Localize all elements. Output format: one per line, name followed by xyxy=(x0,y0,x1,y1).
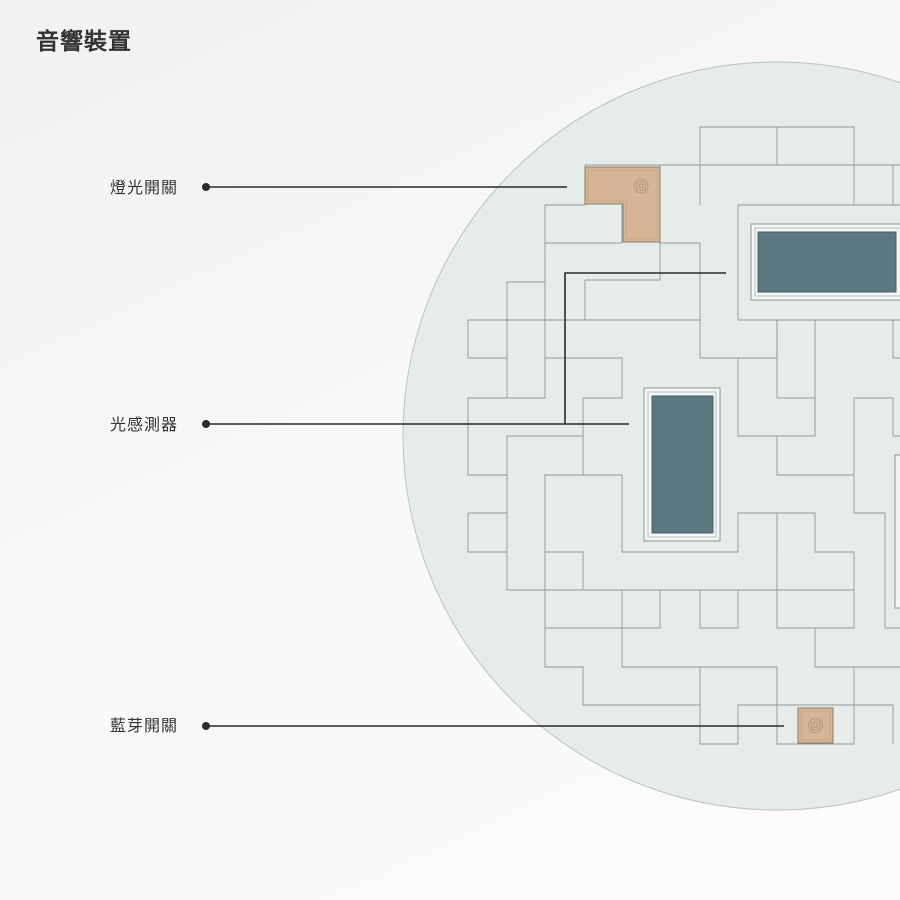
display-screen-center xyxy=(643,387,721,542)
leader-dot-light-sensor xyxy=(202,420,210,428)
label-light-switch: 燈光開關 xyxy=(110,178,179,197)
label-bluetooth-switch: 藍芽開關 xyxy=(110,716,179,735)
leader-light-sensor-branch xyxy=(564,272,726,424)
leader-dot-bluetooth-switch xyxy=(202,722,210,730)
touch-pad-icon xyxy=(633,178,649,194)
page-title: 音響裝置 xyxy=(36,29,132,55)
light-switch-tile xyxy=(584,166,661,243)
display-screen-top xyxy=(750,223,900,301)
leader-lines xyxy=(206,186,784,727)
touch-pad-icon xyxy=(808,718,823,733)
display-screen-edge xyxy=(894,454,900,609)
leader-dot-light-switch xyxy=(202,183,210,191)
label-light-sensor: 光感測器 xyxy=(110,415,179,434)
bluetooth-switch-tile xyxy=(797,707,834,744)
